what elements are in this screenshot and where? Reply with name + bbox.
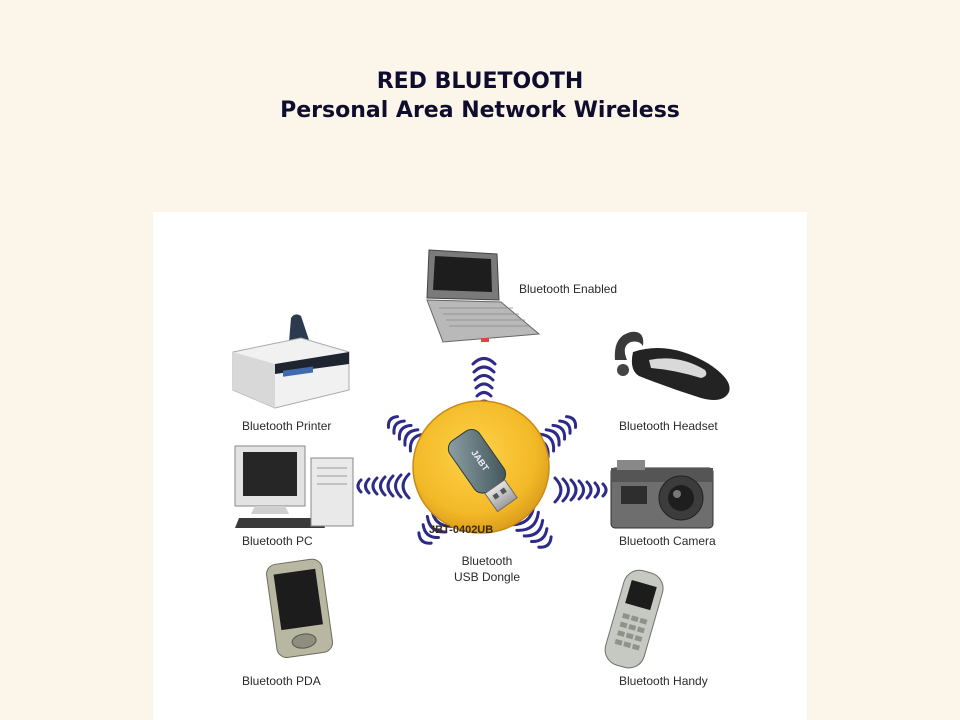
wave-left — [356, 472, 411, 500]
wave-right — [553, 476, 608, 504]
usb-dongle-hub: JABT — [412, 400, 550, 534]
title-line-2: Personal Area Network Wireless — [280, 98, 680, 123]
label-bluetooth-pda: Bluetooth PDA — [242, 674, 321, 688]
laptop-icon — [426, 249, 541, 343]
label-bluetooth-headset: Bluetooth Headset — [619, 419, 718, 433]
printer-icon — [232, 314, 350, 409]
headset-icon — [614, 331, 730, 400]
hub-label-line-2: USB Dongle — [453, 570, 521, 584]
hub-model-label: JBT-0402UB — [429, 524, 494, 536]
label-bluetooth-camera: Bluetooth Camera — [619, 534, 716, 548]
title-line-1: RED BLUETOOTH — [376, 69, 584, 94]
usb-dongle-icon: JABT — [447, 428, 518, 513]
label-bluetooth-printer: Bluetooth Printer — [242, 419, 332, 433]
hub-label-line-1: Bluetooth — [461, 554, 513, 568]
label-bluetooth-pc: Bluetooth PC — [242, 534, 313, 548]
camera-icon — [610, 460, 714, 529]
wave-up — [471, 357, 497, 406]
label-bluetooth-handy: Bluetooth Handy — [619, 674, 708, 688]
page-title: RED BLUETOOTH Personal Area Network Wire… — [0, 68, 960, 126]
label-bluetooth-enabled: Bluetooth Enabled — [519, 282, 618, 296]
pc-icon — [234, 445, 354, 528]
diagram-canvas: JABT — [232, 249, 730, 669]
diagram-panel: JABT — [153, 212, 807, 720]
pda-icon — [266, 558, 334, 658]
phone-icon — [604, 569, 664, 669]
